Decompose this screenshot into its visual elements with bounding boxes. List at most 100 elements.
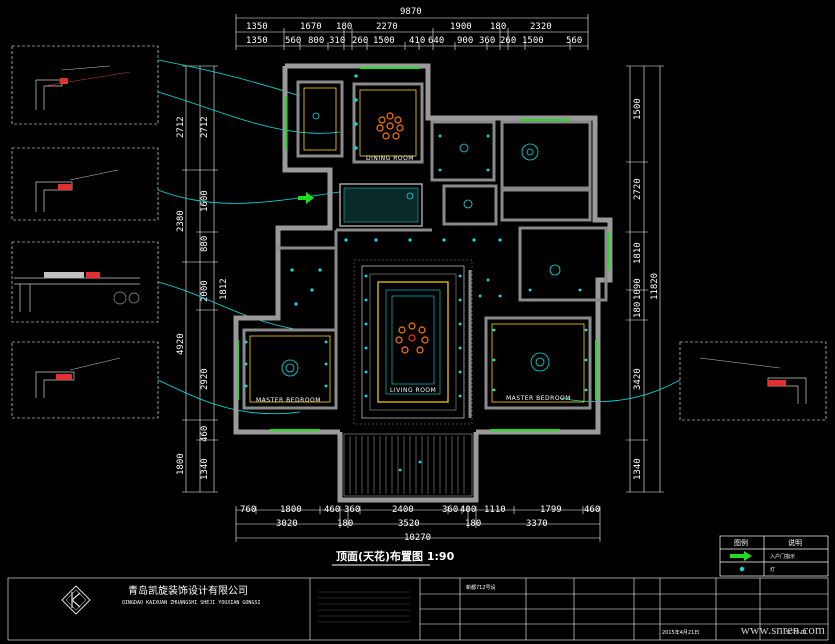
legend-col-description: 说明	[788, 538, 802, 547]
chandelier-dining-icon	[376, 112, 404, 140]
dim-label: 560	[566, 36, 582, 46]
dim-right-outer: 1500 2720 1810 1090 180 3420 1340	[633, 98, 643, 480]
legend-row-lamp: 灯	[770, 566, 775, 573]
dim-label: 1800	[176, 453, 186, 475]
entrance-arrow-legend-icon	[730, 551, 752, 561]
dim-label: 360	[479, 36, 495, 46]
dim-label: 1670	[300, 22, 322, 32]
notes-lines	[318, 591, 410, 623]
dim-label: 460	[584, 505, 600, 515]
drawing-title: 顶面(天花)布置图 1:90	[336, 549, 455, 563]
dim-label: 760	[240, 505, 256, 515]
inner-walls	[242, 80, 608, 418]
entrance-arrow-icon	[298, 192, 314, 204]
bottom-dimensions	[235, 506, 601, 542]
company-logo	[61, 585, 91, 615]
room-label-dining: DINING ROOM	[366, 155, 414, 162]
dim-label: 360	[442, 505, 458, 515]
dim-label: 560	[285, 36, 301, 46]
dim-top-row1: 1350 1670 180 2270 1900 180 2320	[246, 22, 552, 32]
dim-label: 410	[409, 36, 425, 46]
right-bedroom-ceiling	[491, 323, 585, 403]
dim-label: 1090	[633, 278, 643, 300]
dim-left-small: 1812	[219, 278, 229, 300]
dim-bottom-row2: 3020 180 3520 180 3370	[276, 519, 548, 529]
living-ceiling	[353, 259, 473, 425]
sheet-number: SL-YF-01	[786, 630, 807, 636]
dim-label: 1810	[633, 242, 643, 264]
ceiling-light-icons	[281, 112, 561, 377]
entry-foyer	[298, 183, 423, 227]
dim-label: 310	[329, 36, 345, 46]
dim-left-outer: 2712 2380 4920 1800	[176, 116, 186, 475]
dim-label: 360	[344, 505, 360, 515]
dim-label: 1799	[540, 505, 562, 515]
dim-label: 1800	[280, 505, 302, 515]
dining-ceiling	[359, 89, 417, 157]
dim-bottom-total: 10270	[404, 533, 431, 543]
dim-label: 1500	[633, 98, 643, 120]
dim-label: 1350	[246, 22, 268, 32]
balcony	[343, 433, 473, 497]
dim-label: 800	[308, 36, 324, 46]
dim-label: 260	[500, 36, 516, 46]
dim-label: 460	[200, 426, 210, 442]
dim-label: 2720	[633, 178, 643, 200]
room-label-master-right: MASTER BEDROOM	[506, 395, 571, 402]
dim-label: 400	[460, 505, 476, 515]
dim-right-total: 11820	[650, 273, 660, 300]
study-ceiling	[303, 87, 337, 151]
dim-label: 180	[465, 519, 481, 529]
dim-label: 2400	[392, 505, 414, 515]
dim-label: 2712	[176, 116, 186, 138]
dim-label: 4920	[176, 333, 186, 355]
windows	[237, 67, 609, 431]
dim-left-inner: 2712 1600 880 2000 2920 460 1340	[200, 116, 210, 480]
legend-col-symbol: 图例	[734, 538, 748, 547]
dim-label: 1340	[633, 458, 643, 480]
dim-label: 180	[336, 22, 352, 32]
left-dimensions	[182, 65, 218, 493]
room-label-living: LIVING ROOM	[390, 387, 436, 394]
legend-table	[719, 535, 829, 577]
company-name-en: QINGDAO KAIXUAN ZHUANGSHI SHEJI YOUXIAN …	[122, 600, 260, 606]
dim-label: 3520	[398, 519, 420, 529]
dim-label: 3420	[633, 368, 643, 390]
dim-label: 1600	[200, 190, 210, 212]
dim-top-total: 9870	[400, 7, 422, 17]
dim-label: 1500	[373, 36, 395, 46]
left-bedroom-ceiling	[249, 335, 331, 403]
dim-label: 180	[490, 22, 506, 32]
legend-row-entrance: 入户门指示	[770, 553, 795, 560]
dim-label: 460	[324, 505, 340, 515]
spot-lights	[244, 74, 588, 472]
dim-label: 1340	[200, 458, 210, 480]
dim-label: 1500	[522, 36, 544, 46]
dim-label: 1900	[450, 22, 472, 32]
dim-top-row2: 1350 560 800 310 260 1500 410 640 900 36…	[246, 36, 582, 46]
dim-label: 900	[457, 36, 473, 46]
watermark: www.snren.com	[740, 622, 825, 637]
detail-sections	[14, 65, 807, 404]
room-label-master-left: MASTER BEDROOM	[256, 397, 321, 404]
lamp-legend-icon	[739, 566, 745, 572]
dim-label: 1350	[246, 36, 268, 46]
dim-label: 640	[428, 36, 444, 46]
dim-label: 2712	[200, 116, 210, 138]
drawing-date: 2015年4月21日	[662, 629, 699, 636]
dim-bottom-row1: 760 1800 460 360 2400 360 400 1110 1799 …	[240, 505, 600, 515]
chandelier-living-icon	[395, 322, 429, 354]
dim-label: 2270	[376, 22, 398, 32]
right-dimensions	[626, 65, 664, 493]
dim-label: 3370	[526, 519, 548, 529]
dim-label: 2380	[176, 210, 186, 232]
dim-label: 3020	[276, 519, 298, 529]
dim-label: 2920	[200, 368, 210, 390]
dim-label: 180	[337, 519, 353, 529]
leader-lines	[157, 59, 681, 415]
dim-label: 180	[633, 302, 643, 318]
dim-label: 880	[200, 236, 210, 252]
dim-label: 2000	[200, 280, 210, 302]
dim-label: 2320	[530, 22, 552, 32]
